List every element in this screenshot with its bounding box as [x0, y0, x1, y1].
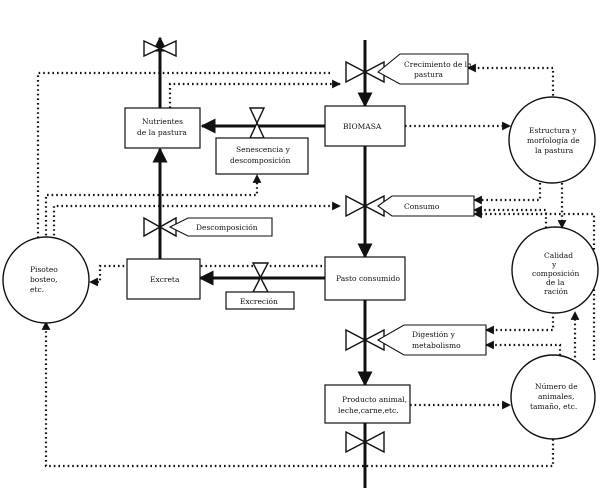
valve-bottom [345, 430, 385, 454]
circle-pisoteo-line3: etc. [30, 285, 44, 294]
valves [143, 39, 385, 454]
info-numero-to-consumo [473, 209, 596, 360]
tag-crecimiento-line2: pastura [414, 70, 444, 79]
auxiliary-circles: Pisoteo bosteo, etc. Estructura y morfol… [2, 96, 599, 440]
circle-calidad-line4: de la [546, 278, 565, 287]
valve-consumo [345, 194, 385, 218]
circle-estructura [508, 96, 596, 184]
box-excreta-label: Excreta [150, 275, 180, 284]
circle-numero-line1: Número de [535, 382, 578, 391]
valve-senescencia [248, 107, 266, 139]
tag-descomposicion-label: Descomposición [196, 223, 258, 232]
info-estructura-to-crecimiento [467, 63, 555, 160]
circle-estructura-line2: morfología de [527, 136, 580, 145]
box-senescencia [215, 137, 309, 175]
box-producto-line1: Producto animal, [342, 395, 407, 404]
info-pisoteo-top-loop [36, 71, 330, 238]
stock-boxes: Nutrientes de la pastura BIOMASA Senesce… [124, 105, 411, 424]
circle-numero-line3: tamaño, etc. [530, 402, 577, 411]
circle-pisoteo-line1: Pisoteo [30, 265, 58, 274]
tag-digestion [376, 324, 487, 356]
box-pasto-consumido [324, 256, 406, 301]
circle-pisoteo [2, 236, 90, 324]
info-pasto-to-pisoteo [89, 264, 322, 287]
tag-digestion-line2: metabolismo [412, 341, 461, 350]
info-estructura-to-consumo [473, 183, 542, 205]
circle-estructura-line3: la pastura [535, 146, 574, 155]
valve-crecimiento [345, 60, 385, 84]
box-excreta [126, 258, 201, 300]
info-calidad-to-consumo [473, 205, 548, 228]
box-pasto-consumido-label: Pasto consumido [336, 274, 400, 283]
tag-consumo-label: Consumo [404, 202, 440, 211]
info-nutrientes-to-crecimiento [168, 79, 341, 108]
circle-numero-line2: animales, [538, 392, 574, 401]
valve-top-left [143, 39, 177, 58]
circle-pisoteo-line2: bosteo, [30, 275, 58, 284]
tag-descomposicion [168, 217, 273, 237]
box-producto-animal [324, 384, 411, 424]
circle-calidad-line1: Calidad [544, 251, 573, 260]
circle-estructura-line1: Estructura y [529, 126, 577, 135]
box-excrecion [225, 291, 295, 310]
tag-digestion-line1: Digestión y [412, 330, 456, 339]
valve-digestion [345, 328, 385, 352]
box-biomasa-label: BIOMASA [343, 122, 382, 131]
circle-calidad-line3: composición [532, 269, 580, 278]
box-nutrientes [124, 107, 201, 149]
box-excrecion-label: Excreción [240, 297, 278, 306]
material-flows [152, 36, 373, 488]
circle-calidad-line5: ración [544, 287, 568, 296]
tag-crecimiento [377, 53, 469, 85]
box-nutrientes-line1: Nutrientes [142, 117, 183, 126]
valve-descomposicion [143, 216, 177, 238]
box-biomasa [324, 105, 406, 147]
tag-crecimiento-line1: Crecimiento de la [404, 60, 472, 69]
box-producto-line2: leche,carne,etc. [338, 406, 399, 415]
circle-calidad-line2: y [551, 260, 557, 269]
box-senescencia-line1: Senescencia y [236, 145, 291, 154]
tag-consumo [377, 195, 475, 217]
circle-calidad [511, 226, 599, 314]
rate-tags: Crecimiento de la pastura Descomposición… [168, 53, 487, 356]
box-senescencia-line2: descomposición [230, 156, 291, 165]
box-nutrientes-line2: de la pastura [137, 128, 187, 137]
circle-numero [510, 354, 596, 440]
info-calidad-to-digestion [485, 312, 555, 335]
